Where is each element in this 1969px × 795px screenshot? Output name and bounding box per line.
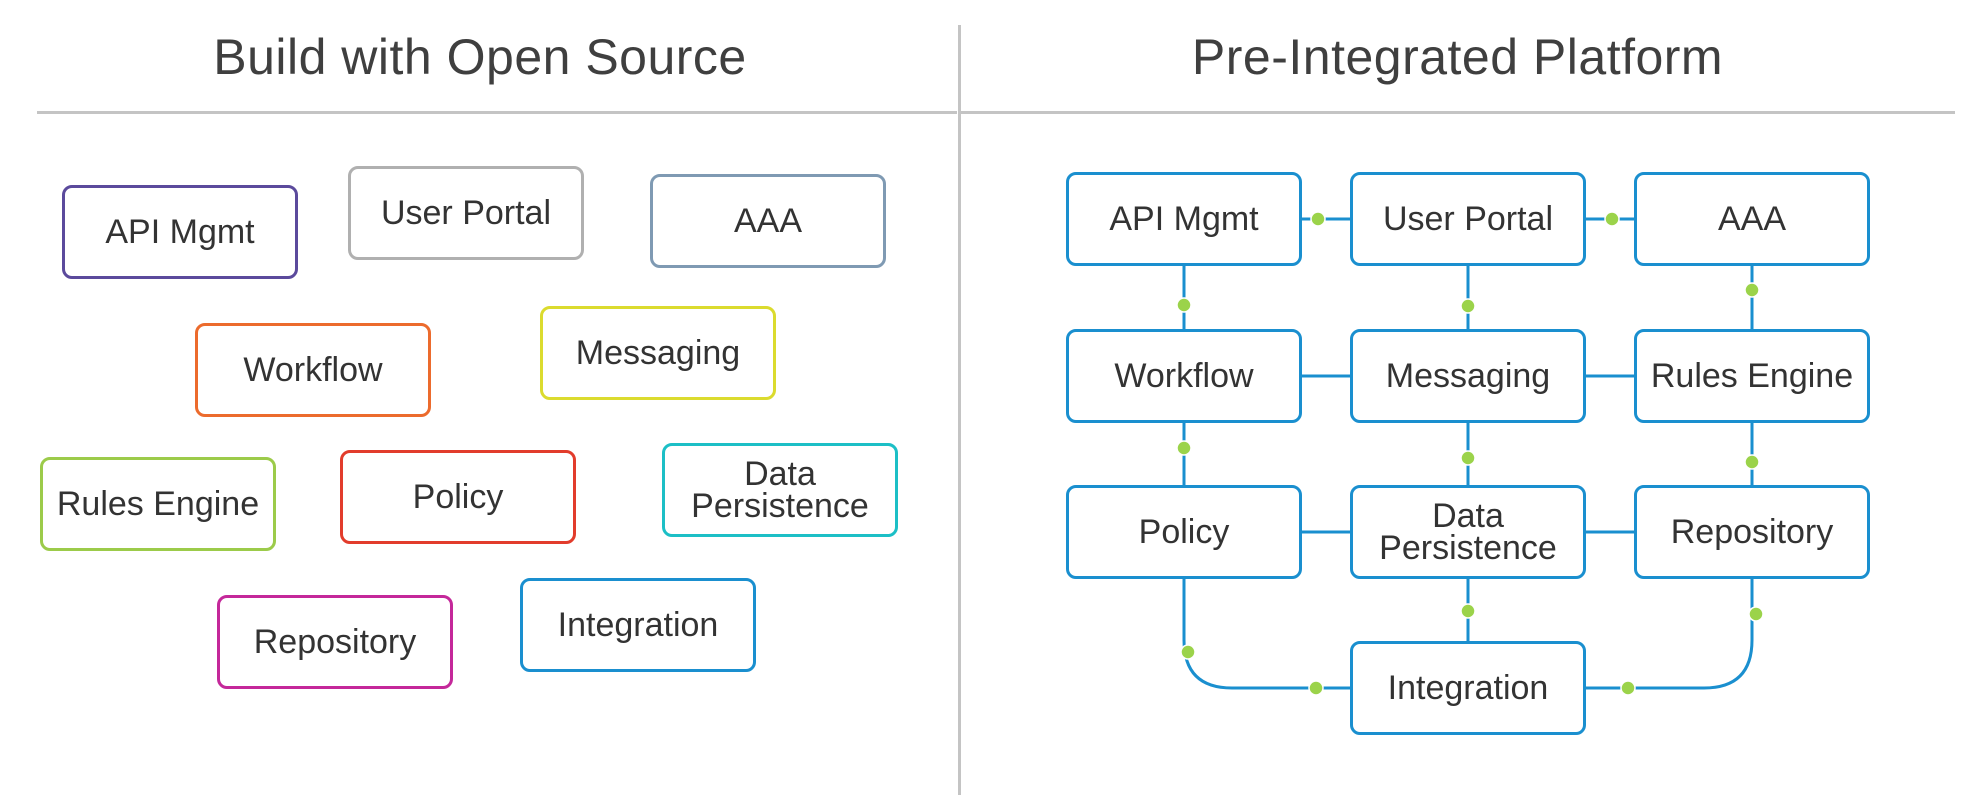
right-box-rules-engine: Rules Engine bbox=[1634, 329, 1870, 423]
connector-node-5 bbox=[1744, 282, 1760, 298]
right-box-integration: Integration bbox=[1350, 641, 1586, 735]
left-box-integration: Integration bbox=[520, 578, 756, 672]
right-title-divider bbox=[960, 111, 1955, 114]
left-box-workflow: Workflow bbox=[195, 323, 431, 417]
connector-node-9 bbox=[1180, 644, 1196, 660]
left-box-messaging: Messaging bbox=[540, 306, 776, 400]
right-box-user-portal: User Portal bbox=[1350, 172, 1586, 266]
connector-node-13 bbox=[1620, 680, 1636, 696]
left-box-repository: Repository bbox=[217, 595, 453, 689]
right-box-workflow: Workflow bbox=[1066, 329, 1302, 423]
connector-node-8 bbox=[1744, 454, 1760, 470]
connector-node-11 bbox=[1748, 606, 1764, 622]
right-panel-title: Pre-Integrated Platform bbox=[1191, 29, 1724, 85]
left-box-api-mgmt: API Mgmt bbox=[62, 185, 298, 279]
left-box-policy: Policy bbox=[340, 450, 576, 544]
connector-node-10 bbox=[1460, 603, 1476, 619]
connector-node-1 bbox=[1310, 211, 1326, 227]
left-title-divider bbox=[37, 111, 957, 114]
left-panel-title: Build with Open Source bbox=[213, 29, 747, 85]
connector-curve-right bbox=[1584, 577, 1754, 690]
panel-divider bbox=[958, 25, 961, 795]
right-box-aaa: AAA bbox=[1634, 172, 1870, 266]
left-box-user-portal: User Portal bbox=[348, 166, 584, 260]
connector-node-4 bbox=[1460, 298, 1476, 314]
connector-node-7 bbox=[1460, 450, 1476, 466]
connector-node-6 bbox=[1176, 440, 1192, 456]
right-box-data-persistence: Data Persistence bbox=[1350, 485, 1586, 579]
right-box-policy: Policy bbox=[1066, 485, 1302, 579]
left-box-aaa: AAA bbox=[650, 174, 886, 268]
right-box-api-mgmt: API Mgmt bbox=[1066, 172, 1302, 266]
right-box-repository: Repository bbox=[1634, 485, 1870, 579]
connector-curve-left bbox=[1182, 577, 1352, 690]
right-box-messaging: Messaging bbox=[1350, 329, 1586, 423]
connector-node-2 bbox=[1604, 211, 1620, 227]
left-box-rules-engine: Rules Engine bbox=[40, 457, 276, 551]
left-box-data-persistence: Data Persistence bbox=[662, 443, 898, 537]
connector-node-12 bbox=[1308, 680, 1324, 696]
connector-node-3 bbox=[1176, 297, 1192, 313]
